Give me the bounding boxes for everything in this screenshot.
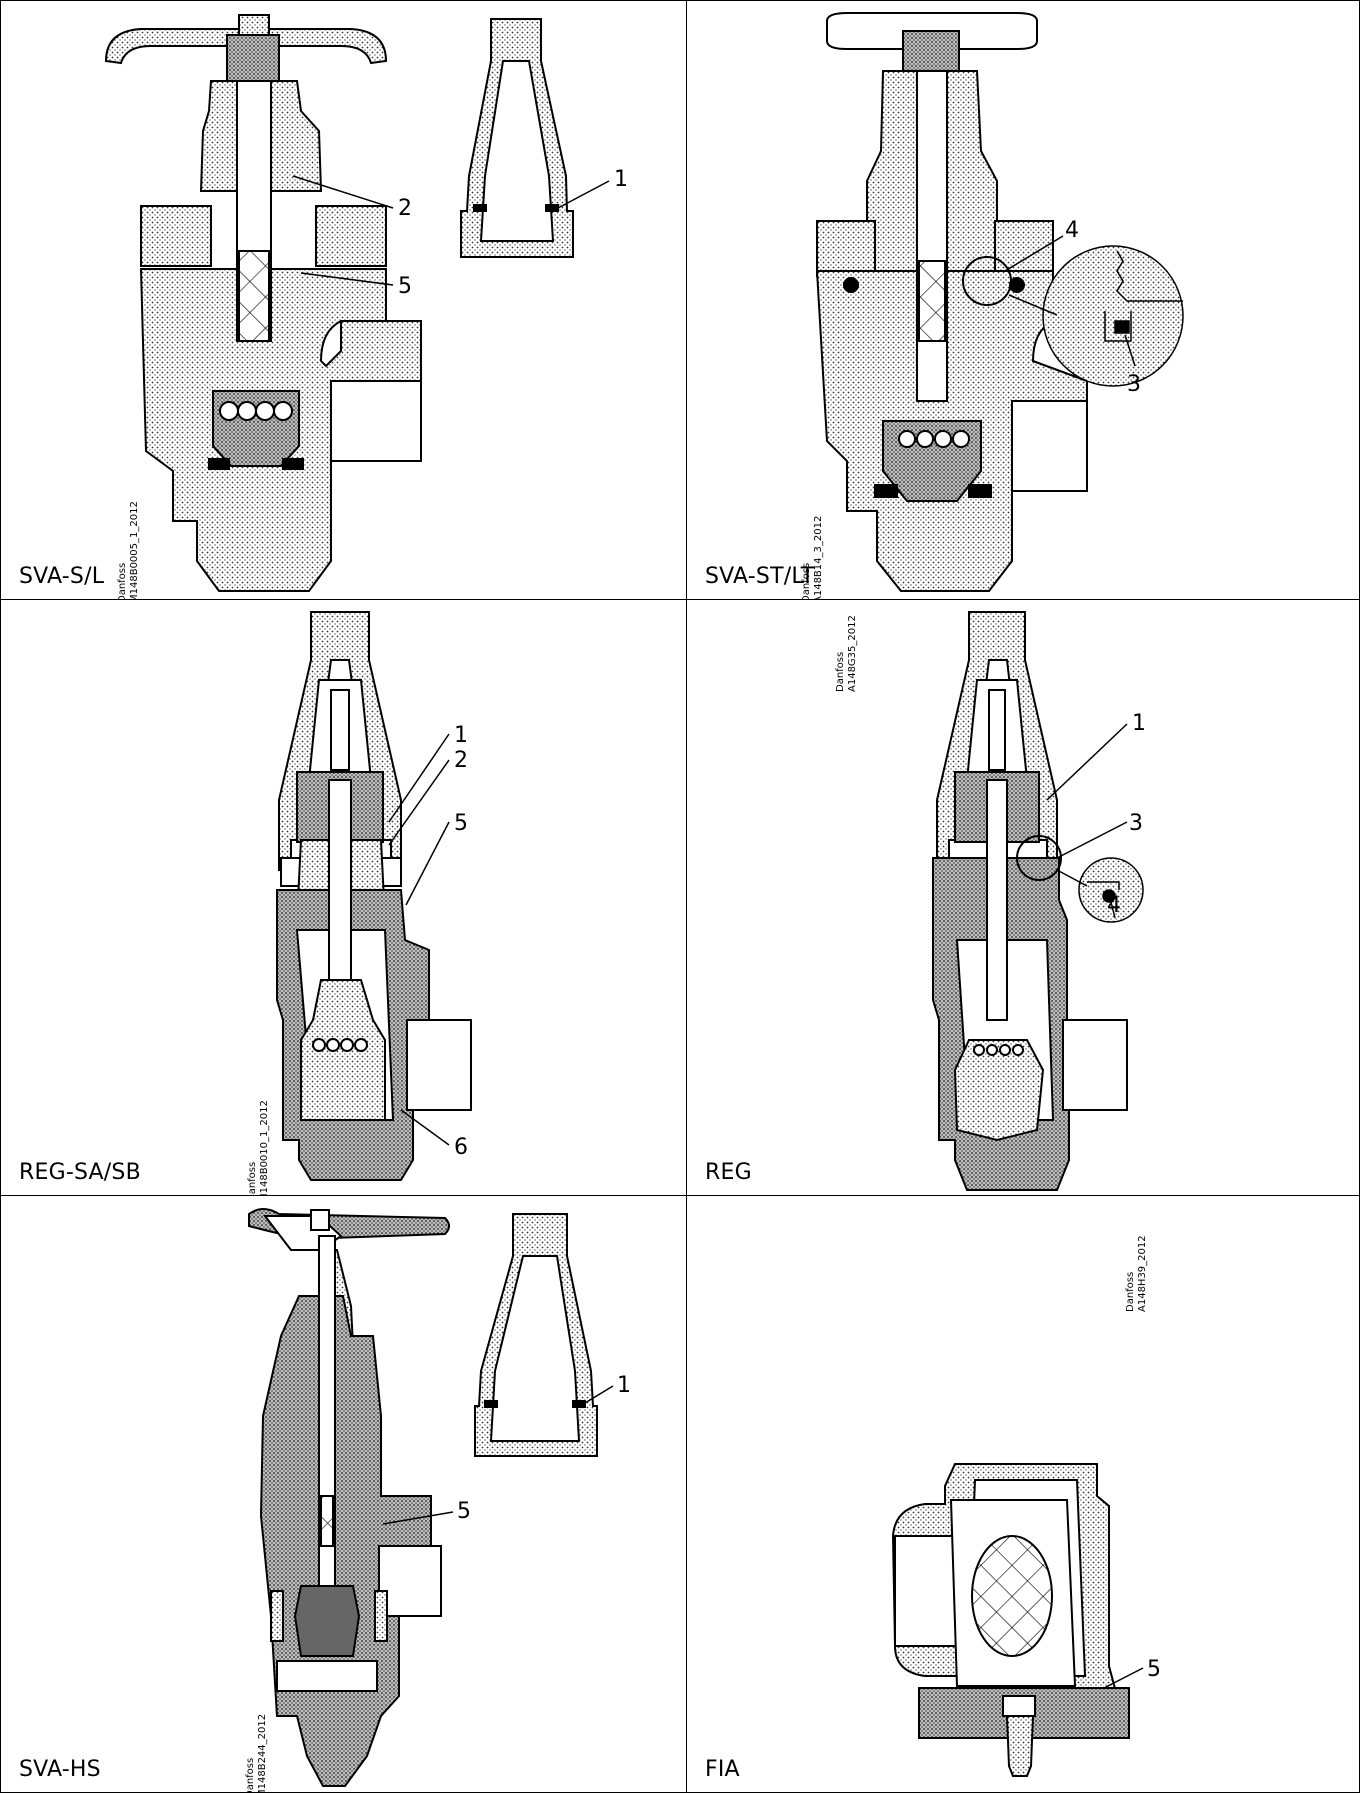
callout-5: 5	[398, 274, 412, 299]
reg-sa-sb-cross-section: 1 2 5 6	[276, 611, 472, 1181]
callout-2: 2	[398, 196, 412, 221]
fia-cross-section: 5	[891, 1463, 1161, 1777]
sva-hs-cross-section: 1 5	[248, 1208, 631, 1787]
callout-1: 1	[1132, 711, 1146, 736]
panel-title: REG	[705, 1160, 752, 1185]
callout-1: 1	[614, 167, 628, 192]
panel-title: SVA-HS	[19, 1757, 101, 1782]
callout-1: 1	[454, 723, 468, 748]
callout-1: 1	[617, 1373, 631, 1398]
sva-st-lt-cross-section: 4 3	[815, 12, 1184, 592]
callout-2: 2	[454, 748, 468, 773]
callout-5: 5	[457, 1499, 471, 1524]
panel-title: SVA-ST/LT	[705, 564, 815, 589]
callout-3: 3	[1127, 372, 1141, 397]
callout-4: 4	[1065, 218, 1079, 243]
callout-4: 4	[1107, 893, 1121, 918]
panel-title: FIA	[705, 1757, 740, 1782]
reg-cross-section: 1 3 4	[932, 611, 1146, 1191]
callout-3: 3	[1129, 811, 1143, 836]
panel-title: SVA-S/L	[19, 564, 105, 589]
callout-5: 5	[1147, 1657, 1161, 1682]
sva-s-l-cross-section: 1 2 5	[104, 14, 628, 592]
callout-6: 6	[454, 1135, 468, 1160]
callout-5: 5	[454, 811, 468, 836]
panel-title: REG-SA/SB	[19, 1160, 141, 1185]
